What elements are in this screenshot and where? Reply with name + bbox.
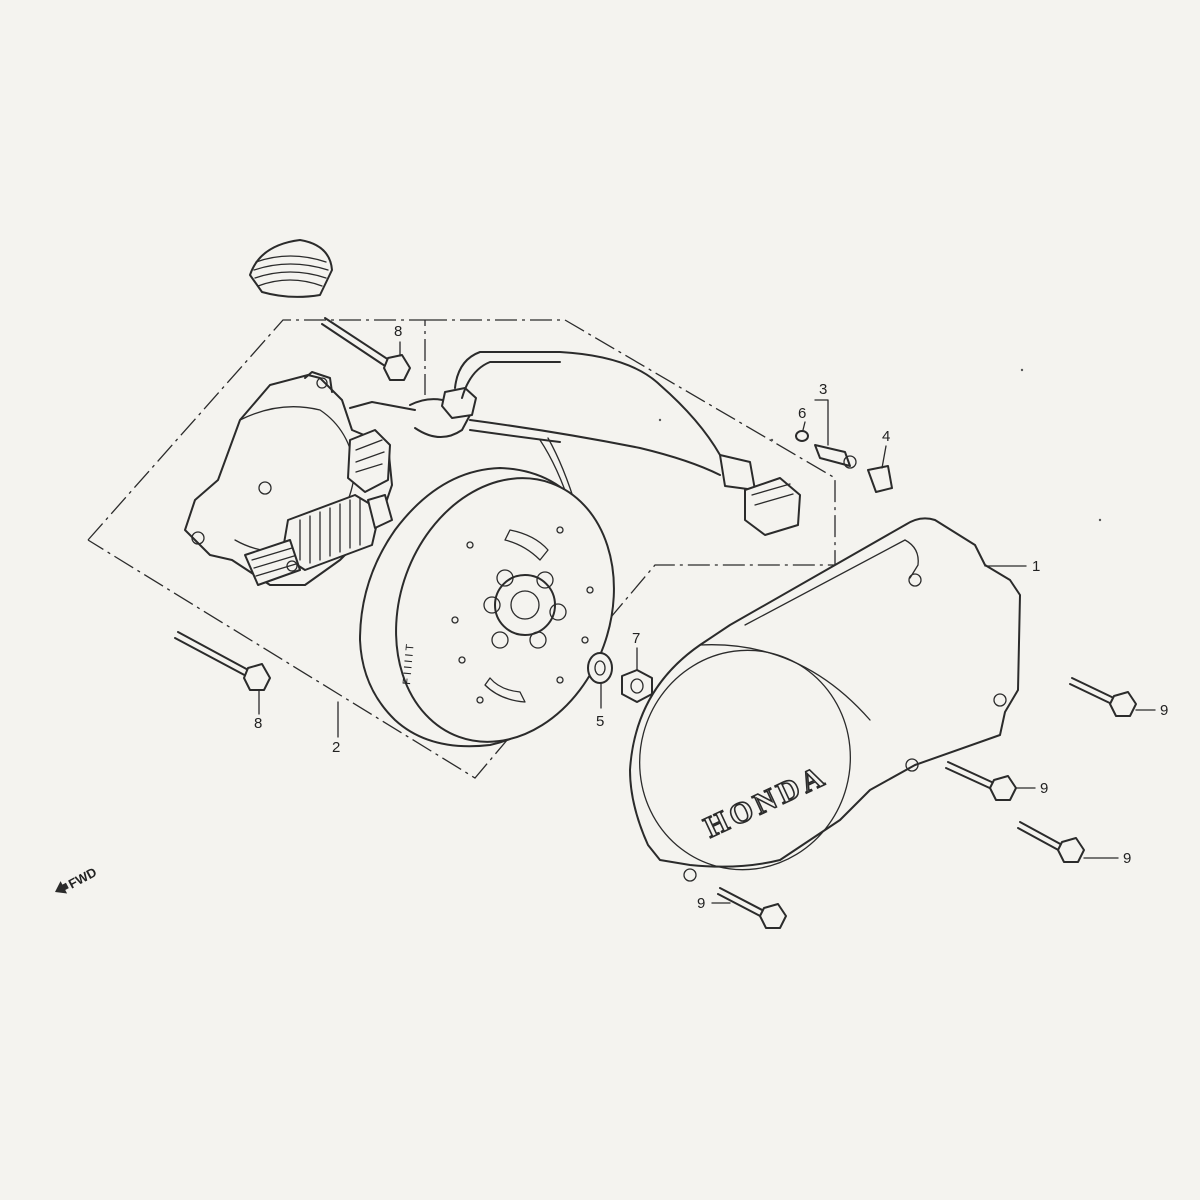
callout-9-right: 9 (1160, 702, 1168, 719)
bolt-9-lower-right (1017, 821, 1085, 863)
part-7-nut (621, 669, 653, 703)
callout-3: 3 (819, 381, 827, 398)
part-5-washer (587, 652, 613, 684)
bolt-8-upper (321, 317, 411, 381)
callout-8-lower: 8 (254, 715, 262, 732)
callout-8-upper: 8 (394, 323, 402, 340)
flywheel: F I I I I T (359, 467, 615, 748)
part-4-clip (867, 465, 893, 493)
callout-6: 6 (798, 405, 806, 422)
fwd-label: FWD (66, 864, 99, 891)
stator-coil (249, 239, 333, 298)
fwd-direction-marker: FWD (55, 864, 99, 894)
callout-7: 7 (632, 630, 640, 647)
callout-9-lower-right: 9 (1123, 850, 1131, 867)
flywheel-timing-marks: F I I I I T (401, 643, 417, 685)
leader-lines (258, 341, 1156, 904)
bolt-9-middle (945, 761, 1017, 801)
scan-speck (658, 418, 662, 422)
callout-4: 4 (882, 428, 890, 445)
part-3-shaft (814, 444, 857, 469)
scan-speck (1098, 518, 1102, 522)
bolt-9-bottom (717, 887, 787, 929)
crankcase-cover: HONDA (629, 517, 1021, 882)
fwd-arrow-icon (55, 881, 69, 894)
callout-2: 2 (332, 739, 340, 756)
callout-1: 1 (1032, 558, 1040, 575)
bolt-8-lower (174, 631, 271, 691)
callout-5: 5 (596, 713, 604, 730)
callout-9-bottom: 9 (697, 895, 705, 912)
scan-speck (770, 438, 774, 442)
callout-9-middle: 9 (1040, 780, 1048, 797)
part-6-ring (795, 430, 809, 442)
stator-assembly (184, 239, 393, 586)
wire-harness (349, 351, 801, 536)
bolt-9-right (1069, 677, 1137, 717)
scan-speck (1020, 368, 1024, 372)
